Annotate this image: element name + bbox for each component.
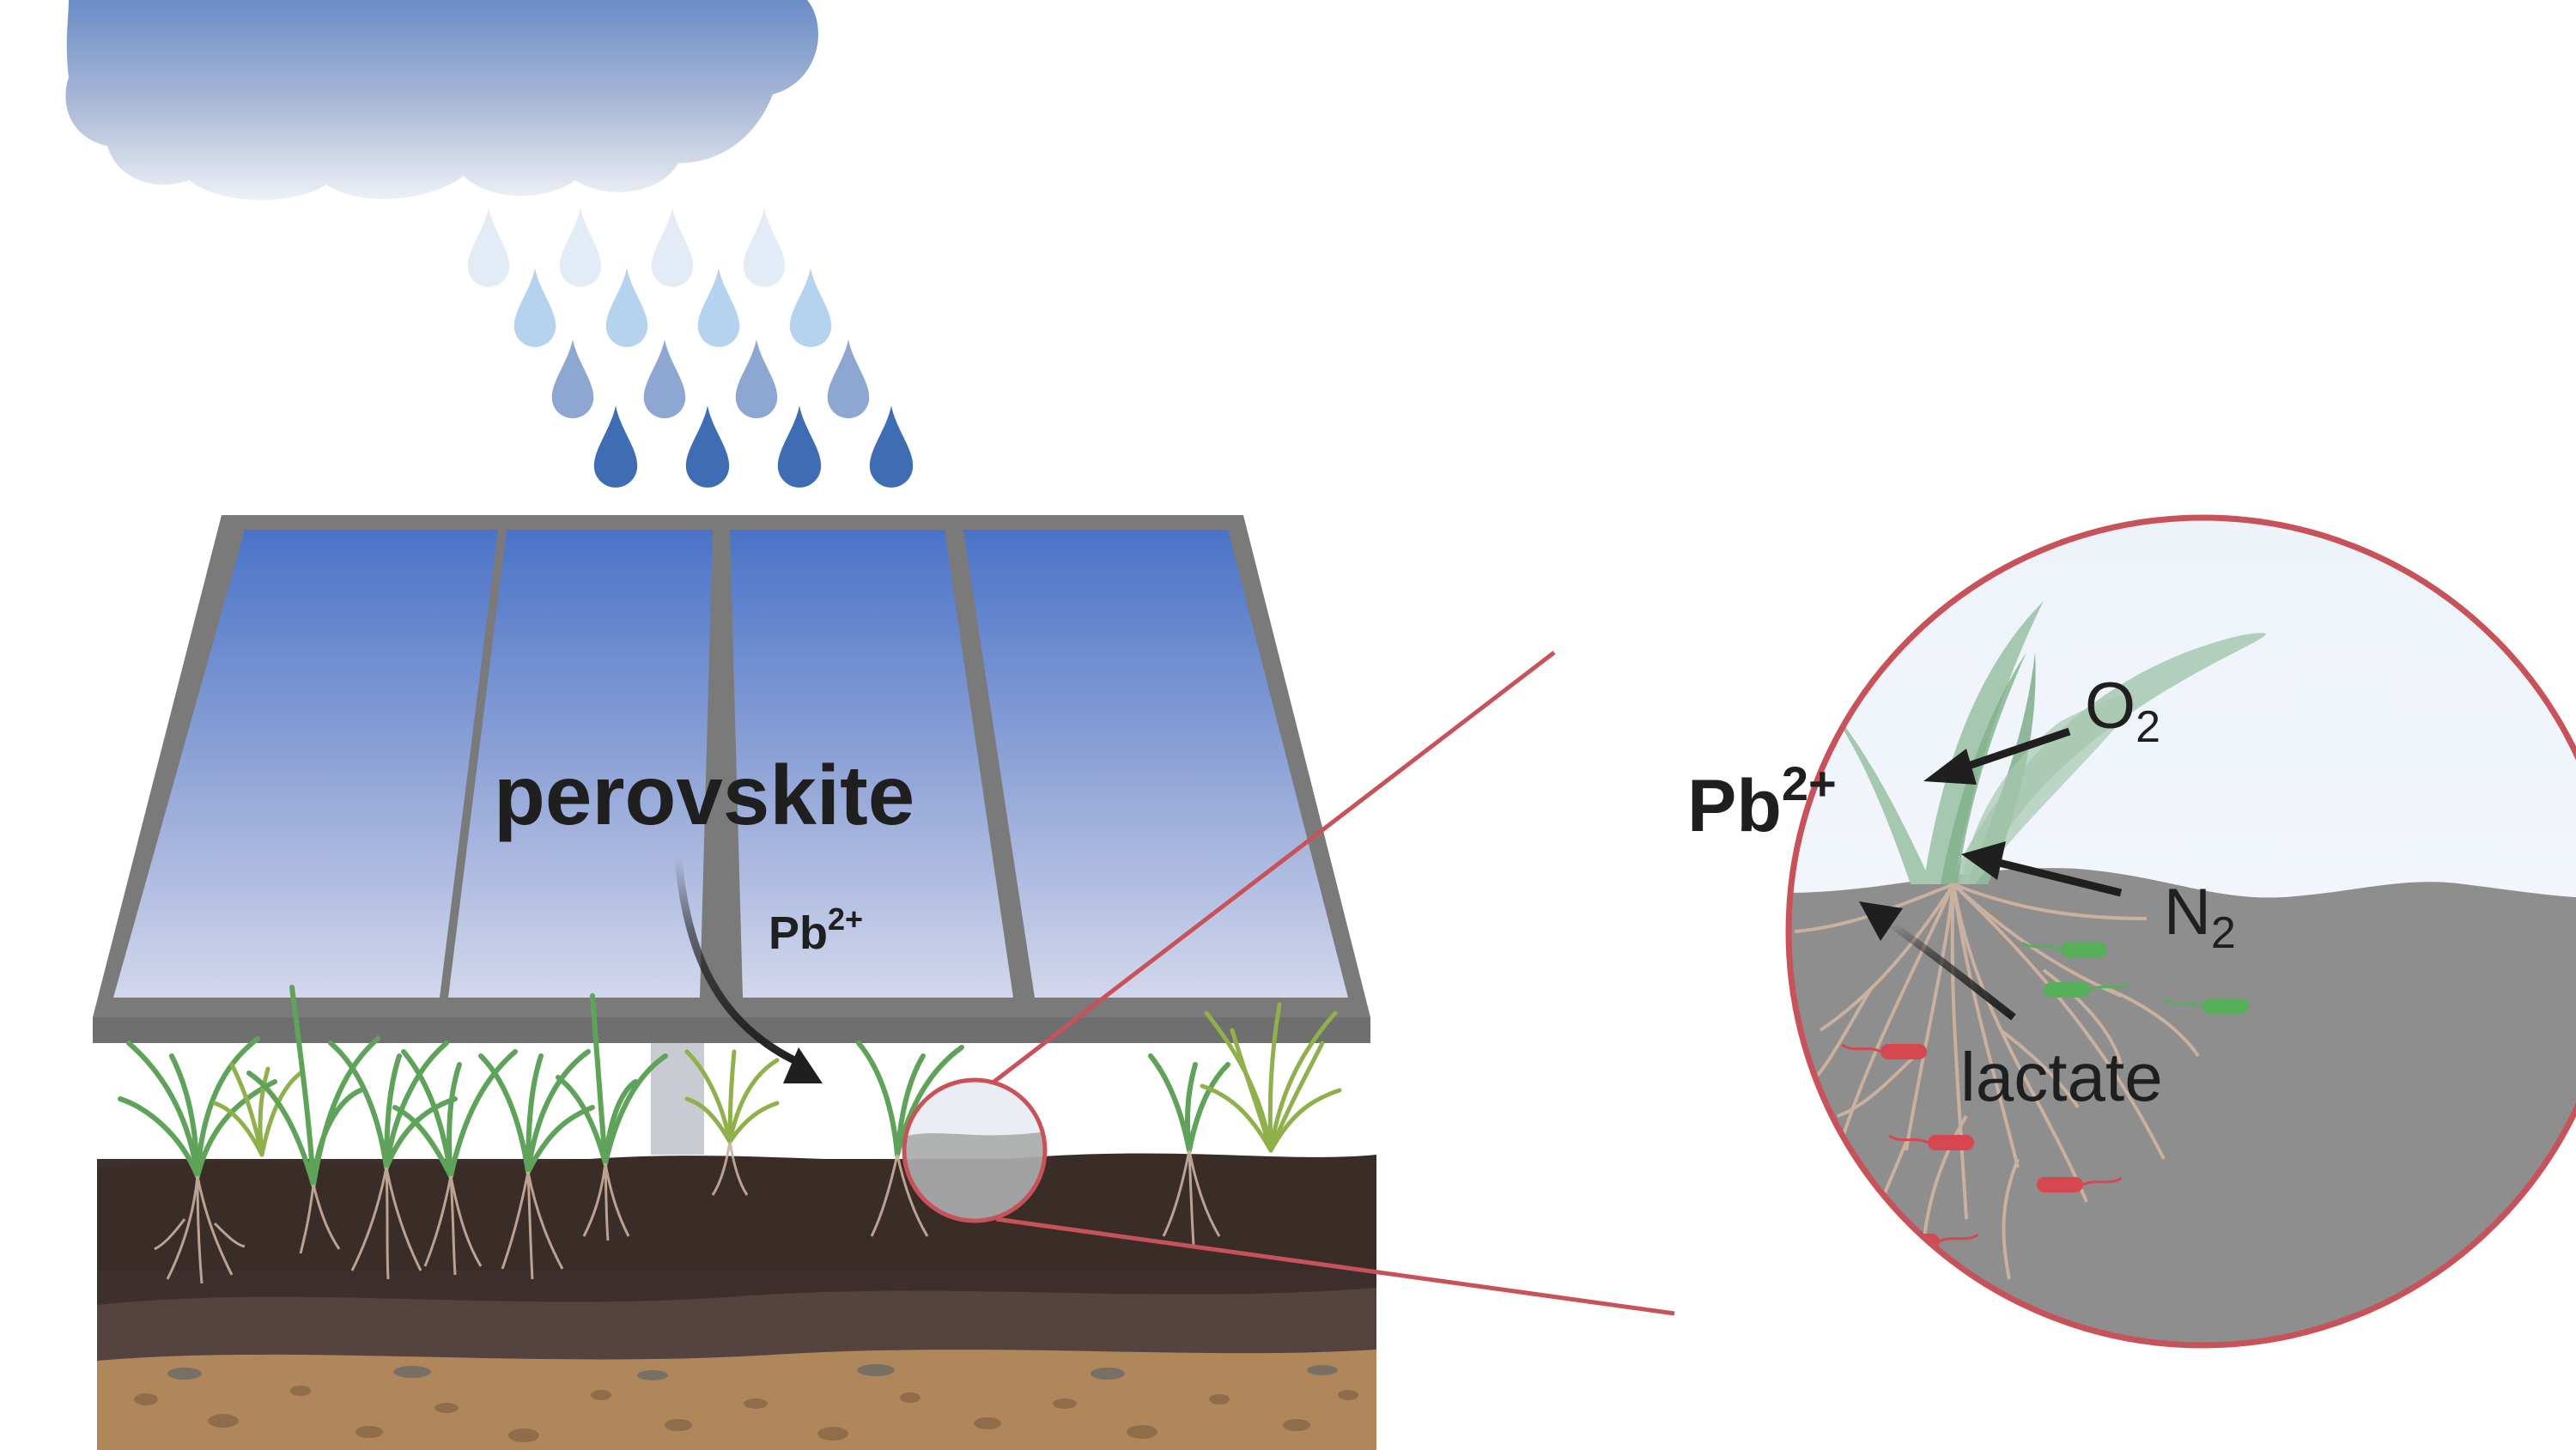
- panel-pb-ion-charge: 2+: [828, 901, 863, 937]
- bacteria-icon: [2044, 981, 2130, 998]
- grass-icon: [328, 1040, 458, 1170]
- rain-cloud-icon: [65, 0, 818, 201]
- soil-block: [97, 1153, 1376, 1450]
- root-icon: [711, 1141, 749, 1196]
- zoom-connector-lines: [990, 651, 1675, 1316]
- bacteria-icon: [2163, 998, 2249, 1014]
- grass-tufts: [118, 985, 1342, 1187]
- grass-icon: [246, 985, 380, 1187]
- leaching-arrow: [674, 858, 823, 1083]
- zoom-pb-ion-label: Pb2+: [1687, 756, 1837, 847]
- nitrogen-base: N: [2164, 876, 2211, 949]
- root-icon: [423, 1175, 483, 1276]
- bacteria-green: [2021, 941, 2249, 1014]
- grass-icon: [556, 993, 668, 1166]
- grass-icon: [478, 1049, 595, 1174]
- grass-icon: [392, 1049, 518, 1179]
- panel-pb-ion-base: Pb: [769, 907, 828, 959]
- oxygen-base: O: [2085, 670, 2136, 743]
- bacteria-icon: [2037, 1176, 2123, 1192]
- root-icon: [1162, 1150, 1221, 1246]
- grass-icon: [118, 1036, 277, 1179]
- root-icon: [582, 1162, 630, 1241]
- grass-icon: [684, 1049, 780, 1144]
- lactate-arrow: [1859, 901, 2016, 1021]
- grass-icon: [1148, 1053, 1230, 1153]
- root-icon: [501, 1171, 564, 1280]
- perovskite-label: perovskite: [494, 748, 914, 842]
- nitrogen-subscript: 2: [2211, 908, 2236, 958]
- zoom-circle: [1785, 514, 2576, 1349]
- solar-panel-icon: [93, 515, 1370, 1155]
- root-icon: [154, 1175, 246, 1284]
- bacteria-icon: [1888, 1134, 1974, 1150]
- nitrogen-label: N2: [2164, 876, 2236, 958]
- gas-arrows: [1859, 727, 2123, 1021]
- root-icon: [870, 1154, 929, 1237]
- panel-pb-ion-label: Pb2+: [769, 901, 863, 959]
- grass-icon: [1200, 1002, 1342, 1153]
- nitrogen-arrow: [1961, 841, 2123, 897]
- oxygen-label: O2: [2085, 670, 2160, 752]
- zoom-pb-ion-charge: 2+: [1782, 756, 1837, 810]
- surface-roots: [154, 1141, 1221, 1284]
- zoom-pb-ion-base: Pb: [1687, 765, 1782, 847]
- oxygen-arrow: [1923, 727, 2071, 785]
- bacteria-icon: [1841, 1043, 1927, 1059]
- root-icon: [350, 1167, 422, 1280]
- lactate-label: lactate: [1960, 1039, 2163, 1115]
- grass-icon: [856, 1040, 964, 1157]
- bacteria-icon: [2021, 941, 2107, 957]
- magnifier-source-circle: [902, 1077, 1048, 1223]
- root-icon: [299, 1184, 341, 1254]
- raindrop-icon: [551, 339, 870, 419]
- rain-drops: [467, 208, 914, 488]
- oxygen-subscript: 2: [2136, 702, 2160, 752]
